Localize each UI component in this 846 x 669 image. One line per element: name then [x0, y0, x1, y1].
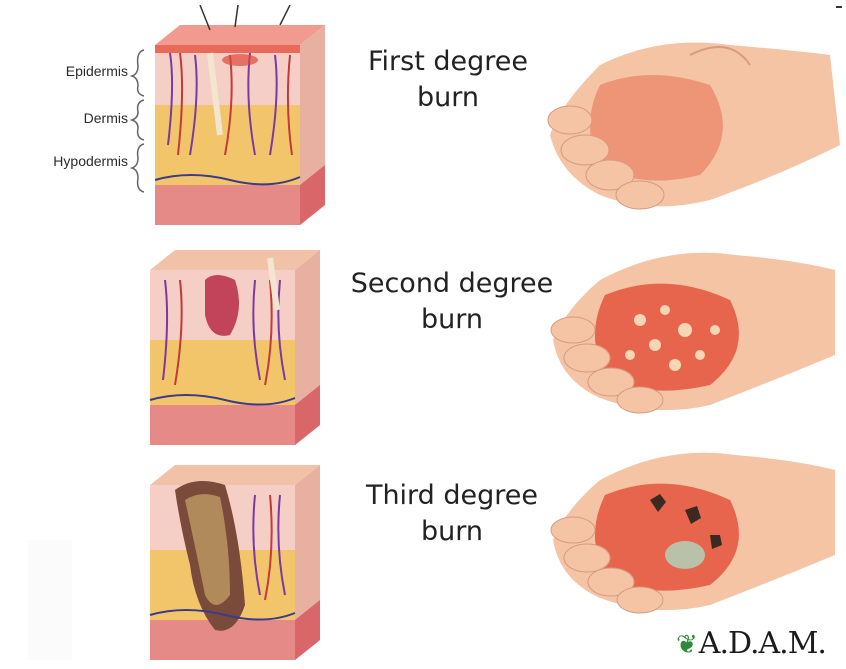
second-degree-line2: burn [322, 302, 582, 338]
third-degree-skin-diagram [145, 455, 325, 665]
second-degree-burn-title: Second degree burn [322, 266, 582, 338]
background-panel [28, 540, 72, 660]
logo-text: A.D.A.M. [699, 626, 826, 661]
leaf-icon: ❦ [676, 630, 697, 660]
third-degree-line1: Third degree [322, 478, 582, 514]
second-degree-hand-image [545, 240, 840, 415]
first-degree-burn-title: First degree burn [318, 44, 578, 116]
dermis-label: Dermis [30, 110, 128, 126]
first-degree-skin-diagram [150, 5, 330, 230]
third-degree-hand-image [545, 440, 840, 615]
third-degree-burn-title: Third degree burn [322, 478, 582, 550]
adam-logo: ❦A.D.A.M. [676, 626, 826, 661]
second-degree-line1: Second degree [322, 266, 582, 302]
corner-mark [836, 6, 842, 8]
first-degree-line1: First degree [318, 44, 578, 80]
third-degree-line2: burn [322, 514, 582, 550]
layer-braces [130, 48, 152, 198]
epidermis-label: Epidermis [30, 63, 128, 79]
first-degree-hand-image [540, 25, 840, 215]
second-degree-skin-diagram [145, 240, 325, 450]
hypodermis-label: Hypodermis [14, 153, 128, 169]
first-degree-line2: burn [318, 80, 578, 116]
